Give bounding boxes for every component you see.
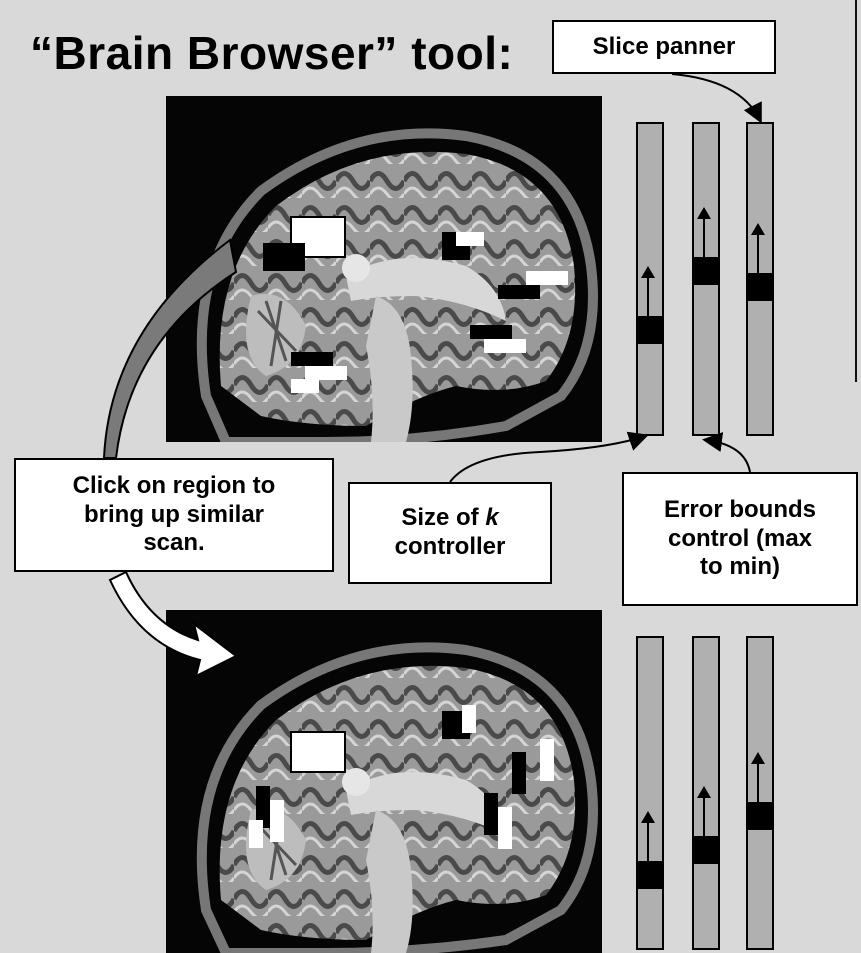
size-of-k-variable: k [485, 504, 498, 531]
region-marker-white[interactable] [456, 232, 484, 246]
brain-scan-top[interactable] [166, 96, 602, 442]
slice-panner-connector [672, 74, 760, 120]
slider-handle[interactable] [746, 273, 774, 301]
error-bounds-connector [706, 440, 750, 472]
size-of-k-line-1: Size of k [401, 504, 498, 533]
click-region-line-3: scan. [143, 529, 204, 558]
arrow-up-icon [757, 764, 759, 802]
region-marker-white[interactable] [540, 739, 554, 781]
region-marker-white[interactable] [526, 271, 568, 285]
error-bounds-line-2: control (max [668, 525, 812, 554]
slice-panner-callout: Slice panner [552, 20, 776, 74]
region-marker-black[interactable] [512, 752, 526, 794]
slider-handle[interactable] [692, 836, 720, 864]
region-marker-black[interactable] [484, 793, 498, 835]
region-marker-white[interactable] [270, 800, 284, 842]
right-border-line [855, 0, 857, 382]
arrow-up-icon [647, 823, 649, 861]
size-of-k-callout: Size of k controller [348, 482, 552, 584]
size-of-k-slider[interactable] [636, 122, 664, 436]
size-of-k-connector [450, 436, 645, 482]
region-marker-white[interactable] [498, 807, 512, 849]
click-region-line-1: Click on region to [73, 472, 276, 501]
slider-handle[interactable] [636, 861, 664, 889]
region-marker-white[interactable] [291, 379, 319, 393]
slice-panner-label: Slice panner [593, 33, 736, 62]
slider-handle[interactable] [692, 257, 720, 285]
size-of-k-slider[interactable] [636, 636, 664, 950]
error-bounds-callout: Error bounds control (max to min) [622, 472, 858, 606]
slider-handle[interactable] [746, 802, 774, 830]
slider-handle[interactable] [636, 316, 664, 344]
size-of-k-prefix: Size of [401, 504, 485, 531]
region-marker-black[interactable] [291, 352, 333, 366]
region-marker-white-large[interactable] [290, 731, 346, 773]
slice-panner-slider[interactable] [746, 636, 774, 950]
error-bounds-slider[interactable] [692, 636, 720, 950]
error-bounds-line-1: Error bounds [664, 496, 816, 525]
arrow-up-icon [703, 798, 705, 836]
region-marker-white[interactable] [249, 820, 263, 848]
region-marker-white[interactable] [462, 705, 476, 733]
click-region-callout: Click on region to bring up similar scan… [14, 458, 334, 572]
arrow-up-icon [703, 219, 705, 257]
region-marker-white[interactable] [484, 339, 526, 353]
region-marker-black[interactable] [498, 285, 540, 299]
region-marker-black[interactable] [263, 243, 305, 271]
click-region-line-2: bring up similar [84, 501, 264, 530]
brain-scan-bottom[interactable] [166, 610, 602, 953]
region-marker-white[interactable] [305, 366, 347, 380]
slice-panner-slider[interactable] [746, 122, 774, 436]
page-title: “Brain Browser” tool: [30, 26, 513, 80]
error-bounds-slider[interactable] [692, 122, 720, 436]
region-marker-black[interactable] [470, 325, 512, 339]
error-bounds-line-3: to min) [700, 553, 780, 582]
arrow-up-icon [647, 278, 649, 316]
arrow-up-icon [757, 235, 759, 273]
size-of-k-line-2: controller [395, 533, 506, 562]
